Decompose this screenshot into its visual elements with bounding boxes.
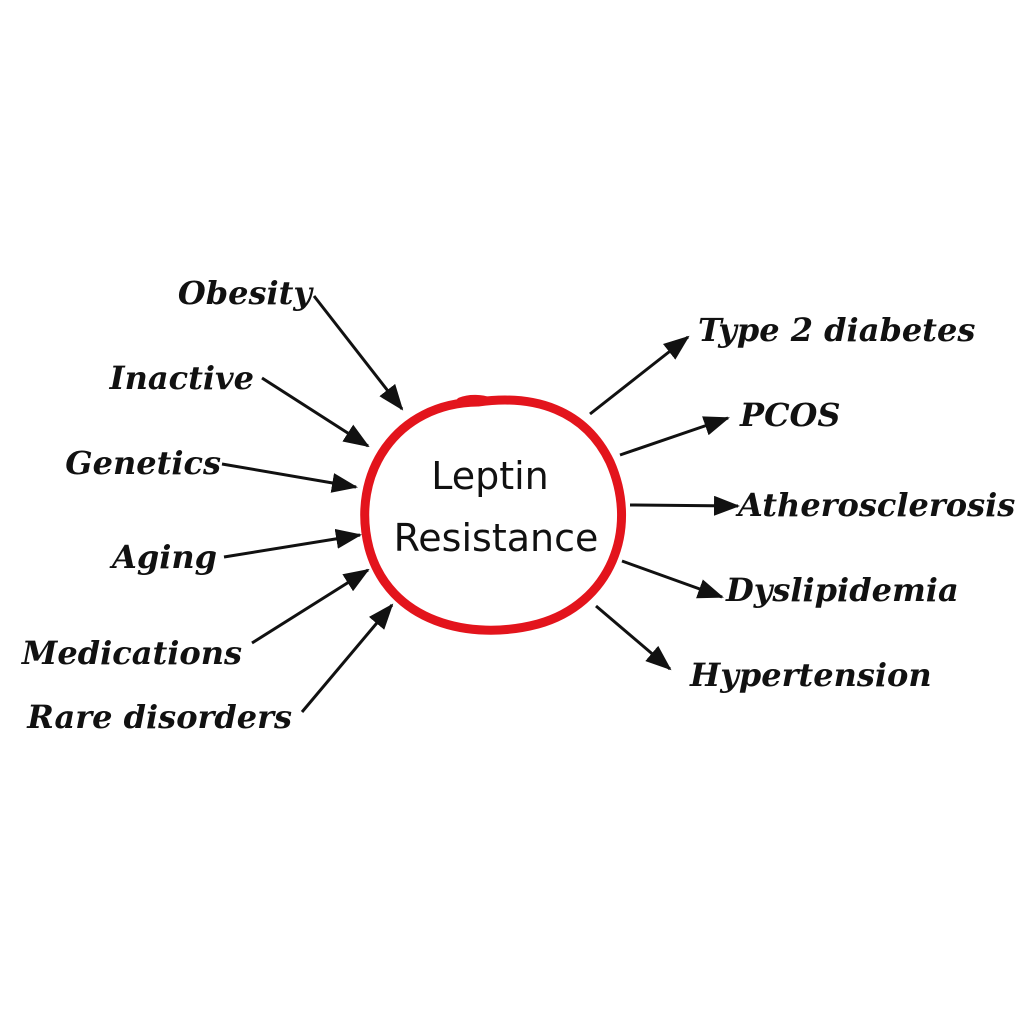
effect-arrow-hypertension [595,604,672,671]
cause-label-genetics: Genetics [65,444,221,482]
effect-arrow-type-2-diabetes [589,335,690,416]
center-label-line1: Leptin [431,454,549,498]
effect-label-pcos: PCOS [739,396,841,434]
cause-arrow-genetics [221,462,358,493]
effect-arrow-atherosclerosis [629,495,740,516]
effect-arrows [589,335,740,671]
cause-arrow-aging [223,528,362,559]
effect-label-hypertension: Hypertension [689,656,932,694]
center-label-line2: Resistance [394,516,599,560]
cause-arrows [221,295,404,713]
cause-label-medications: Medications [21,634,242,672]
cause-arrow-rare-disorders [300,603,394,713]
effect-label-dyslipidemia: Dyslipidemia [725,571,959,609]
cause-label-rare-disorders: Rare disorders [26,698,292,736]
center-circle [360,394,627,635]
circle-stroke-overlap [456,394,494,405]
cause-arrow-obesity [312,295,404,411]
effect-label-type-2-diabetes: Type 2 diabetes [698,311,975,349]
cause-arrow-inactive [261,376,370,448]
effect-label-atherosclerosis: Atherosclerosis [735,486,1015,524]
effect-arrow-pcos [619,416,730,457]
cause-label-obesity: Obesity [178,274,315,312]
cause-label-inactive: Inactive [109,359,254,397]
cause-label-aging: Aging [109,538,217,576]
effect-labels: Type 2 diabetes PCOS Atherosclerosis Dys… [689,311,1015,694]
cause-arrow-medications [251,568,370,645]
cause-labels: Obesity Inactive Genetics Aging Medicati… [21,274,315,736]
circle-stroke-main [360,395,627,635]
effect-arrow-dyslipidemia [621,559,724,599]
